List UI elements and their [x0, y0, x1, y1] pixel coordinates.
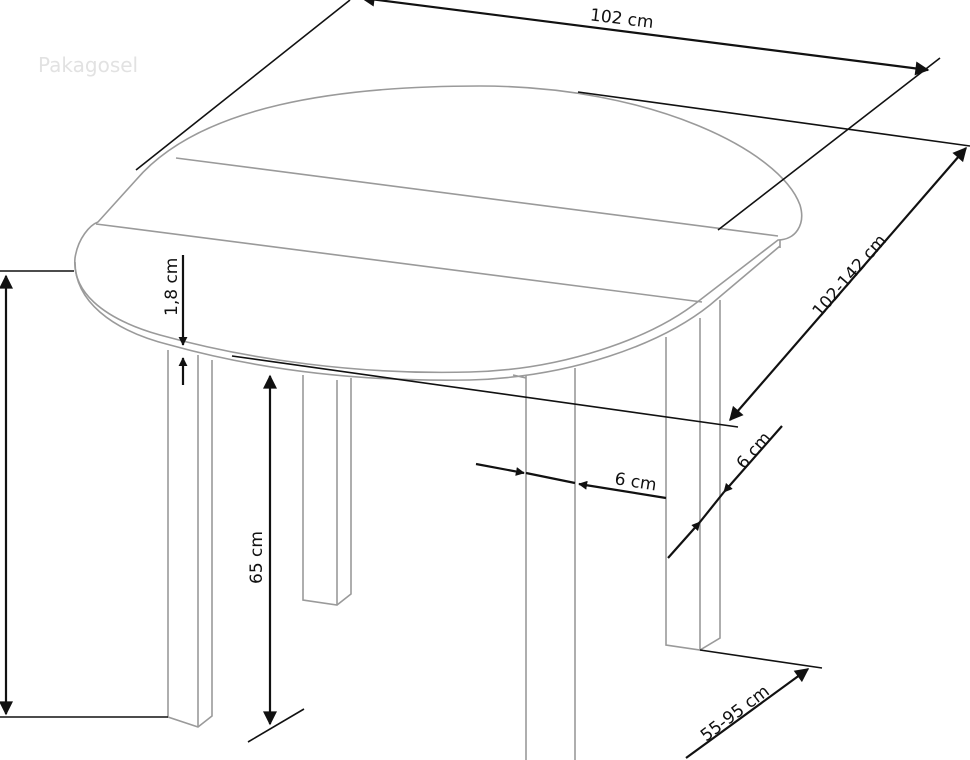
dimension-leg-spacing: 55-95 cm: [685, 649, 823, 759]
dimension-label-leg-spacing: 55-95 cm: [697, 681, 774, 746]
dimension-label-leg-height: 65 cm: [247, 531, 267, 584]
dimension-leg-height: 65 cm: [247, 374, 305, 743]
dimension-top-thickness: 1,8 cm: [162, 255, 188, 385]
dimension-leg-width: 6 cm: [475, 462, 667, 500]
leg-back-right: [665, 300, 721, 651]
leg-front-left: [167, 350, 213, 728]
leg-front-right: [512, 368, 576, 760]
watermark-text: Pakagosel: [38, 53, 138, 77]
table-legs: [167, 300, 721, 760]
dimension-label-length: 102-142 cm: [809, 231, 891, 321]
table-top: [74, 85, 803, 382]
dimension-label-leg-depth: 6 cm: [733, 428, 776, 473]
dimension-overall-height: [0, 270, 168, 718]
dimension-length: 102-142 cm: [231, 91, 970, 428]
leaf-seam-2: [95, 223, 703, 303]
leg-back-left: [302, 375, 352, 606]
dimension-leg-depth: 6 cm: [667, 425, 783, 559]
dimension-width: 102 cm: [135, 0, 941, 231]
leaf-seam-1: [175, 157, 779, 237]
dimension-label-top-thickness: 1,8 cm: [162, 258, 182, 316]
